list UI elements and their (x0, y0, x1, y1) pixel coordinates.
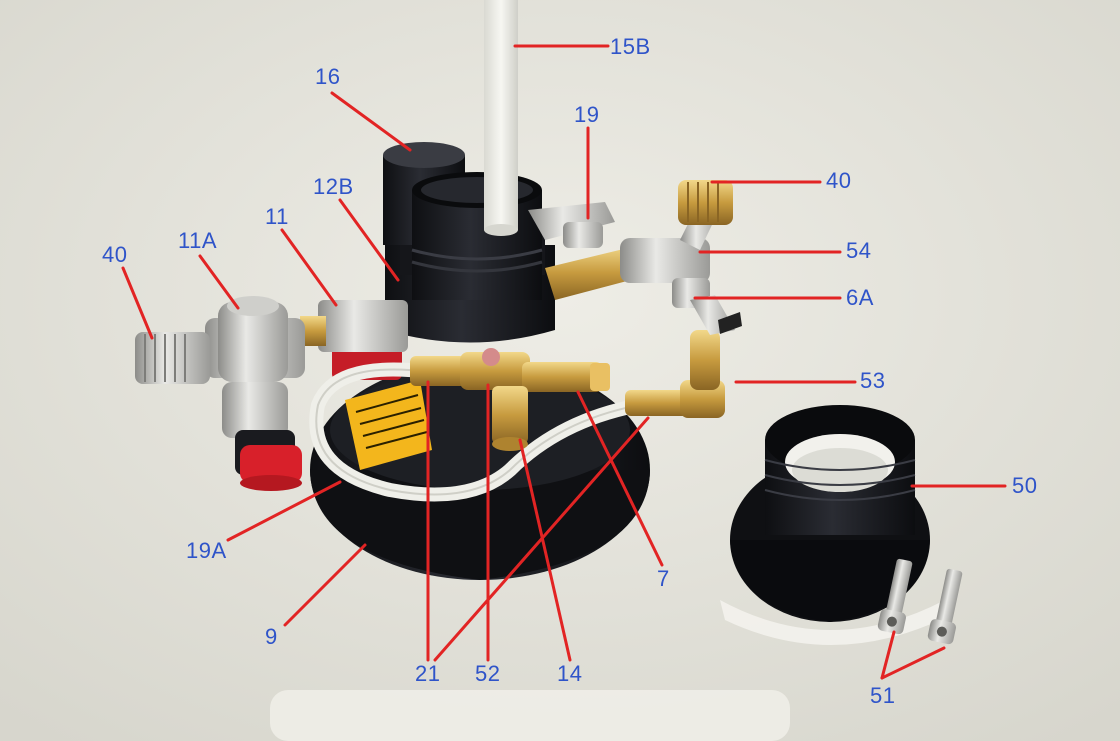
warning-sticker-icon (345, 380, 432, 470)
leader-19a (226, 480, 342, 542)
label-9: 9 (265, 624, 278, 649)
label-19: 19 (574, 102, 600, 127)
tube-15b (484, 0, 518, 236)
leader-40-left (121, 266, 154, 340)
leader-11a (198, 254, 240, 310)
label-52: 52 (475, 661, 501, 686)
label-54: 54 (846, 238, 872, 263)
label-12b: 12B (313, 174, 354, 199)
right-fitting-53 (625, 330, 725, 418)
leader-12b (338, 198, 400, 282)
leader-7 (576, 390, 664, 567)
label-40-left: 40 (102, 242, 128, 267)
center-brass-cross (410, 348, 610, 451)
label-50: 50 (1012, 473, 1038, 498)
label-16: 16 (315, 64, 341, 89)
front-port-tube (411, 172, 543, 300)
label-11a: 11A (178, 228, 218, 253)
part-51-screws (877, 558, 963, 645)
label-51: 51 (870, 683, 896, 708)
label-14: 14 (557, 661, 583, 686)
label-21: 21 (415, 661, 441, 686)
leader-11 (280, 228, 338, 307)
leader-lines (121, 44, 1007, 680)
leader-16 (330, 91, 412, 152)
part-50-reducer (720, 405, 945, 645)
leader-14 (518, 438, 572, 662)
leader-51-b (880, 646, 946, 680)
label-11: 11 (265, 204, 289, 229)
label-15b: 15B (610, 34, 651, 59)
label-6a: 6A (846, 285, 874, 310)
bottom-reflection (270, 690, 790, 741)
left-fitting-assembly (135, 296, 408, 491)
label-7: 7 (657, 566, 670, 591)
label-53: 53 (860, 368, 886, 393)
label-40-right: 40 (826, 168, 852, 193)
upper-right-manifold (528, 180, 742, 335)
leader-9 (283, 543, 367, 627)
label-19a: 19A (186, 538, 227, 563)
leader-51-a (880, 630, 896, 680)
